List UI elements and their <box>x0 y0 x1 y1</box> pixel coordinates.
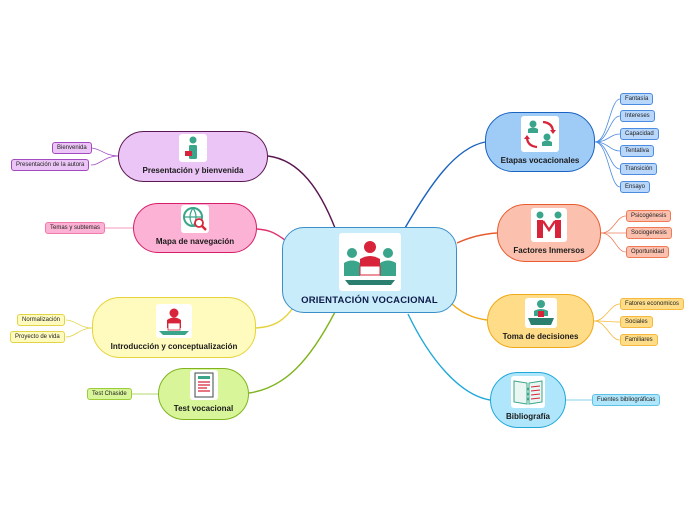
subtopic-psicogenesis[interactable]: Psicogénesis <box>626 210 672 222</box>
topic-bibliografia[interactable]: Bibliografía <box>490 372 566 428</box>
speaker-icon <box>156 304 192 338</box>
link-introduccion <box>255 304 296 329</box>
cycle-people-icon <box>521 116 559 152</box>
subtopic-temas-subtemas[interactable]: Temas y subtemas <box>45 222 106 234</box>
topic-test-label: Test vocacional <box>173 404 234 413</box>
leaf-links-presentacion <box>90 147 119 166</box>
document-icon <box>189 370 218 400</box>
leaf-links-introduccion <box>65 319 93 338</box>
link-toma <box>451 303 488 321</box>
link-test <box>248 311 336 394</box>
book-icon <box>511 376 545 408</box>
subtopic-ensayo[interactable]: Ensayo <box>620 181 651 193</box>
topic-factores[interactable]: Factores Inmersos <box>497 204 601 262</box>
subtopic-familiares[interactable]: Familiares <box>620 334 658 346</box>
topic-etapas[interactable]: Etapas vocacionales <box>485 112 595 172</box>
connected-people-icon <box>531 208 567 242</box>
topic-toma[interactable]: Toma de decisiones <box>487 294 594 348</box>
subtopic-proyecto-vida[interactable]: Proyecto de vida <box>10 331 65 343</box>
meeting-people-icon <box>338 233 401 291</box>
link-etapas <box>404 141 486 229</box>
leaf-links-etapas <box>594 98 621 188</box>
central-topic[interactable]: ORIENTACIÓN VOCACIONAL <box>282 227 457 313</box>
subtopic-transicion[interactable]: Transición <box>620 163 658 175</box>
topic-bibliografia-label: Bibliografía <box>505 412 550 421</box>
subtopic-presentacion-autora[interactable]: Presentación de la autora <box>11 159 90 171</box>
subtopic-sociales[interactable]: Sociales <box>620 316 653 328</box>
subtopic-intereses[interactable]: Intereses <box>620 110 655 122</box>
subtopic-tentativa[interactable]: Tentativa <box>620 145 655 157</box>
link-bibliografia <box>407 313 491 401</box>
subtopic-normalizacion[interactable]: Normalización <box>17 314 66 326</box>
globe-search-icon <box>181 205 209 233</box>
link-presentacion <box>267 155 336 229</box>
topic-etapas-label: Etapas vocacionales <box>500 156 580 165</box>
subtopic-fuentes-bibliograficas[interactable]: Fuentes bibliográficas <box>592 394 661 406</box>
topic-presentacion[interactable]: Presentación y bienvenida <box>118 131 268 182</box>
topic-factores-label: Factores Inmersos <box>513 246 585 255</box>
subtopic-fantasia[interactable]: Fantasía <box>620 93 654 105</box>
topic-toma-label: Toma de decisiones <box>502 332 579 341</box>
subtopic-sociogenesis[interactable]: Sociogenesis <box>626 227 672 239</box>
leaf-links-toma <box>593 303 621 341</box>
central-topic-label: ORIENTACIÓN VOCACIONAL <box>301 295 438 306</box>
subtopic-bienvenida[interactable]: Bienvenida <box>52 142 92 154</box>
topic-test[interactable]: Test vocacional <box>158 368 249 420</box>
interview-icon <box>524 298 557 328</box>
subtopic-fatores-economicos[interactable]: Fatores economicos <box>620 298 685 310</box>
topic-introduccion[interactable]: Introducción y conceptualización <box>92 297 256 358</box>
link-mapa <box>256 228 286 241</box>
subtopic-test-chaside[interactable]: Test Chaside <box>87 388 132 400</box>
topic-introduccion-label: Introducción y conceptualización <box>110 342 238 351</box>
subtopic-capacidad[interactable]: Capacidad <box>620 128 659 140</box>
topic-mapa[interactable]: Mapa de navegación <box>133 203 257 253</box>
topic-mapa-label: Mapa de navegación <box>155 237 235 246</box>
subtopic-oportunidad[interactable]: Oportunidad <box>626 246 670 258</box>
link-factores <box>456 232 498 244</box>
topic-presentacion-label: Presentación y bienvenida <box>142 166 244 175</box>
leaf-links-factores <box>600 215 627 253</box>
presenter-icon <box>179 134 207 162</box>
